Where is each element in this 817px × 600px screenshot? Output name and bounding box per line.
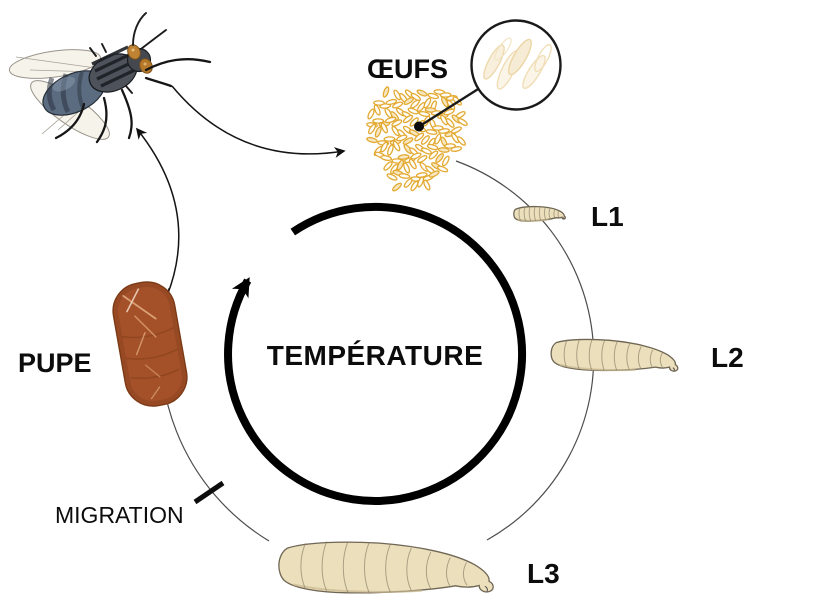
fly-legs bbox=[54, 58, 212, 144]
larva-l2-illustration bbox=[549, 336, 680, 375]
callout-anchor-dot bbox=[414, 121, 424, 132]
arrow-pupa-to-fly bbox=[135, 127, 180, 297]
migration-label: MIGRATION bbox=[55, 502, 184, 528]
larva-l1-illustration bbox=[513, 204, 566, 223]
arrow-fly-to-eggs bbox=[171, 85, 346, 158]
pupa-illustration bbox=[112, 281, 188, 407]
egg-cluster-illustration bbox=[366, 86, 468, 192]
stage-label-l2: L2 bbox=[711, 342, 744, 373]
adult-fly-illustration bbox=[8, 12, 212, 144]
egg-magnifier-callout bbox=[414, 19, 562, 132]
stage-label-l1: L1 bbox=[591, 201, 624, 232]
temperature-label: TEMPÉRATURE bbox=[267, 340, 484, 371]
magnified-eggs bbox=[483, 37, 552, 90]
stage-label-l3: L3 bbox=[527, 558, 560, 589]
larva-l3-illustration bbox=[276, 538, 496, 597]
fly-eye bbox=[127, 44, 141, 60]
temperature-cycle-arrow bbox=[224, 202, 526, 505]
migration-tick-mark bbox=[193, 480, 225, 505]
stage-label-eggs: ŒUFS bbox=[367, 54, 448, 84]
stage-label-pupa: PUPE bbox=[18, 348, 92, 378]
